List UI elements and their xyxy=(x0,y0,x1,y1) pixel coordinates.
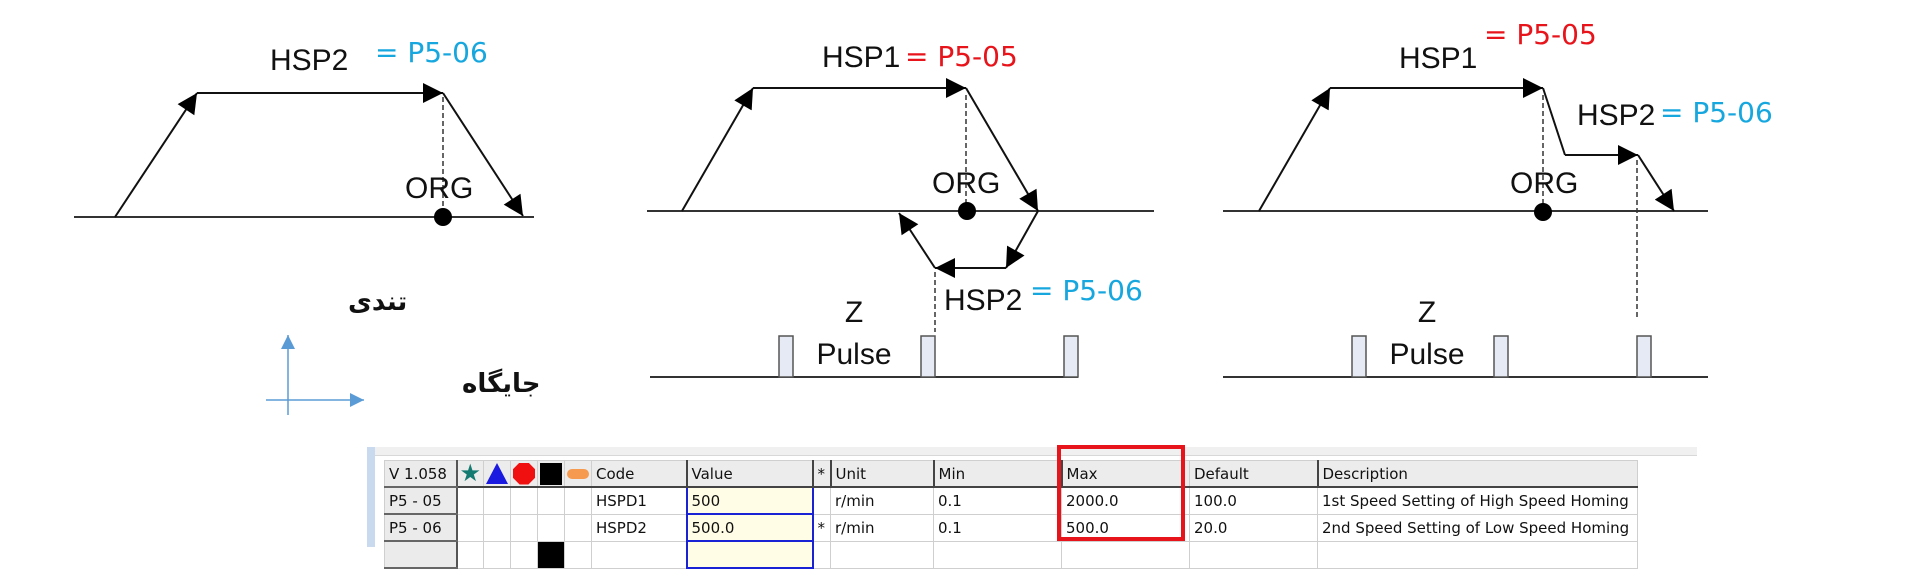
decel-arrow xyxy=(965,87,1039,212)
flag-cell[interactable] xyxy=(483,513,511,542)
flag-cell[interactable] xyxy=(537,513,565,542)
speed2-equation: = P5-06 xyxy=(1660,96,1773,129)
accel-arrow xyxy=(681,87,754,212)
flag-cell[interactable] xyxy=(564,513,592,542)
flag-cell[interactable] xyxy=(456,486,484,515)
origin-dot xyxy=(1534,203,1552,221)
origin-label: ORG xyxy=(405,172,473,205)
column-header-max[interactable]: Max xyxy=(1060,460,1190,488)
speed-axis-label: تندی xyxy=(348,287,407,317)
speed1-label: HSP1 xyxy=(822,41,900,74)
column-header-default[interactable]: Default xyxy=(1189,460,1318,488)
triangle-icon xyxy=(486,463,508,484)
max-column-highlight xyxy=(1057,445,1185,541)
param-description: 1st Speed Setting of High Speed Homing xyxy=(1317,486,1638,515)
column-header-min[interactable]: Min xyxy=(932,460,1062,488)
flag-cell[interactable] xyxy=(510,513,538,542)
axes-legend: تندی جایگاه xyxy=(266,287,541,415)
table-row[interactable]: P5 - 05 HSPD1 500 r/min 0.1 2000.0 100.0… xyxy=(384,486,1638,515)
column-header-unit[interactable]: Unit xyxy=(829,460,934,488)
version-label: V 1.058 xyxy=(384,460,458,488)
z-label: Z xyxy=(1418,296,1436,329)
parameter-table: V 1.058 ★ Code Value * Unit Min Max Defa… xyxy=(384,460,1638,569)
position-axis-label: جایگاه xyxy=(462,368,541,399)
star-icon: ★ xyxy=(459,460,481,487)
param-equation: = P5-06 xyxy=(375,36,488,69)
param-default: 20.0 xyxy=(1189,513,1318,542)
triangle-column[interactable] xyxy=(483,460,511,488)
speed2-label: HSP2 xyxy=(944,284,1022,317)
column-header-code[interactable]: Code xyxy=(591,460,687,488)
panel-top-strip xyxy=(375,447,1697,456)
origin-label: ORG xyxy=(1510,167,1578,200)
param-unit: r/min xyxy=(830,513,934,542)
flag-cell[interactable] xyxy=(537,486,565,515)
param-code: HSPD1 xyxy=(591,486,687,515)
octagon-icon xyxy=(513,462,535,485)
parameter-panel: V 1.058 ★ Code Value * Unit Min Max Defa… xyxy=(367,447,1697,569)
column-header-flag[interactable]: * xyxy=(811,460,831,488)
column-header-value[interactable]: Value xyxy=(685,460,813,488)
speed1-equation: = P5-05 xyxy=(905,40,1018,73)
param-max: 2000.0 xyxy=(1061,486,1190,515)
table-row[interactable]: P5 - 06 HSPD2 500.0 * r/min 0.1 500.0 20… xyxy=(384,513,1638,542)
param-description: 2nd Speed Setting of Low Speed Homing xyxy=(1317,513,1638,542)
origin-dot xyxy=(434,208,452,226)
table-header-row: V 1.058 ★ Code Value * Unit Min Max Defa… xyxy=(384,460,1638,488)
flag-cell[interactable] xyxy=(510,486,538,515)
reverse-decel-arrow xyxy=(898,212,936,269)
param-unit: r/min xyxy=(830,486,934,515)
decel-segment xyxy=(1542,87,1566,156)
accel-arrow xyxy=(114,92,198,218)
param-value-field[interactable]: 500.0 xyxy=(685,513,814,542)
origin-dot xyxy=(958,202,976,220)
origin-label: ORG xyxy=(932,167,1000,200)
param-code: HSPD2 xyxy=(591,513,687,542)
reverse-accel-arrow xyxy=(1005,210,1039,269)
z-pulse xyxy=(1636,335,1652,378)
panel-left-edge xyxy=(367,447,375,547)
speed2-label: HSP2 xyxy=(1577,99,1655,132)
square-column[interactable] xyxy=(537,460,565,488)
speed2-equation: = P5-06 xyxy=(1030,274,1143,307)
pill-icon xyxy=(567,469,589,479)
square-icon xyxy=(540,462,562,485)
z-pulse xyxy=(778,335,794,378)
accel-arrow xyxy=(1258,87,1331,212)
flag-cell[interactable] xyxy=(483,486,511,515)
decel-arrow xyxy=(442,92,524,217)
flag-cell[interactable] xyxy=(456,513,484,542)
z-label: Z xyxy=(845,296,863,329)
diagram-2-reverse-search: HSP1 = P5-05 ORG HSP2 = P5-06 Z Pulse xyxy=(647,40,1154,378)
param-default: 100.0 xyxy=(1189,486,1318,515)
favorite-column[interactable]: ★ xyxy=(456,460,484,488)
pill-column[interactable] xyxy=(564,460,592,488)
speed-label: HSP2 xyxy=(270,44,348,77)
diagram-3-forward-search: HSP1 = P5-05 HSP2 = P5-06 ORG Z Pulse xyxy=(1223,18,1773,378)
pulse-label: Pulse xyxy=(816,338,891,371)
flag-cell[interactable] xyxy=(564,486,592,515)
speed1-label: HSP1 xyxy=(1399,42,1477,75)
pulse-label: Pulse xyxy=(1389,338,1464,371)
param-id[interactable]: P5 - 06 xyxy=(384,513,458,542)
homing-diagrams: HSP2 = P5-06 ORG تندی جایگاه HSP1 = P5-0… xyxy=(74,18,1773,415)
speed1-equation: = P5-05 xyxy=(1484,18,1597,51)
z-pulse xyxy=(1493,335,1509,378)
z-pulse xyxy=(920,335,936,378)
octagon-column[interactable] xyxy=(510,460,538,488)
z-pulse xyxy=(1063,335,1079,378)
diagram-1-single-speed: HSP2 = P5-06 ORG xyxy=(74,36,534,226)
final-decel-arrow xyxy=(1637,154,1675,212)
column-header-description[interactable]: Description xyxy=(1316,460,1638,488)
param-min: 0.1 xyxy=(933,513,1062,542)
param-min: 0.1 xyxy=(933,486,1062,515)
modified-flag xyxy=(812,486,831,515)
modified-flag: * xyxy=(812,513,831,542)
param-id[interactable]: P5 - 05 xyxy=(384,486,458,515)
z-pulse xyxy=(1351,335,1367,378)
param-value-field[interactable]: 500 xyxy=(685,486,814,515)
